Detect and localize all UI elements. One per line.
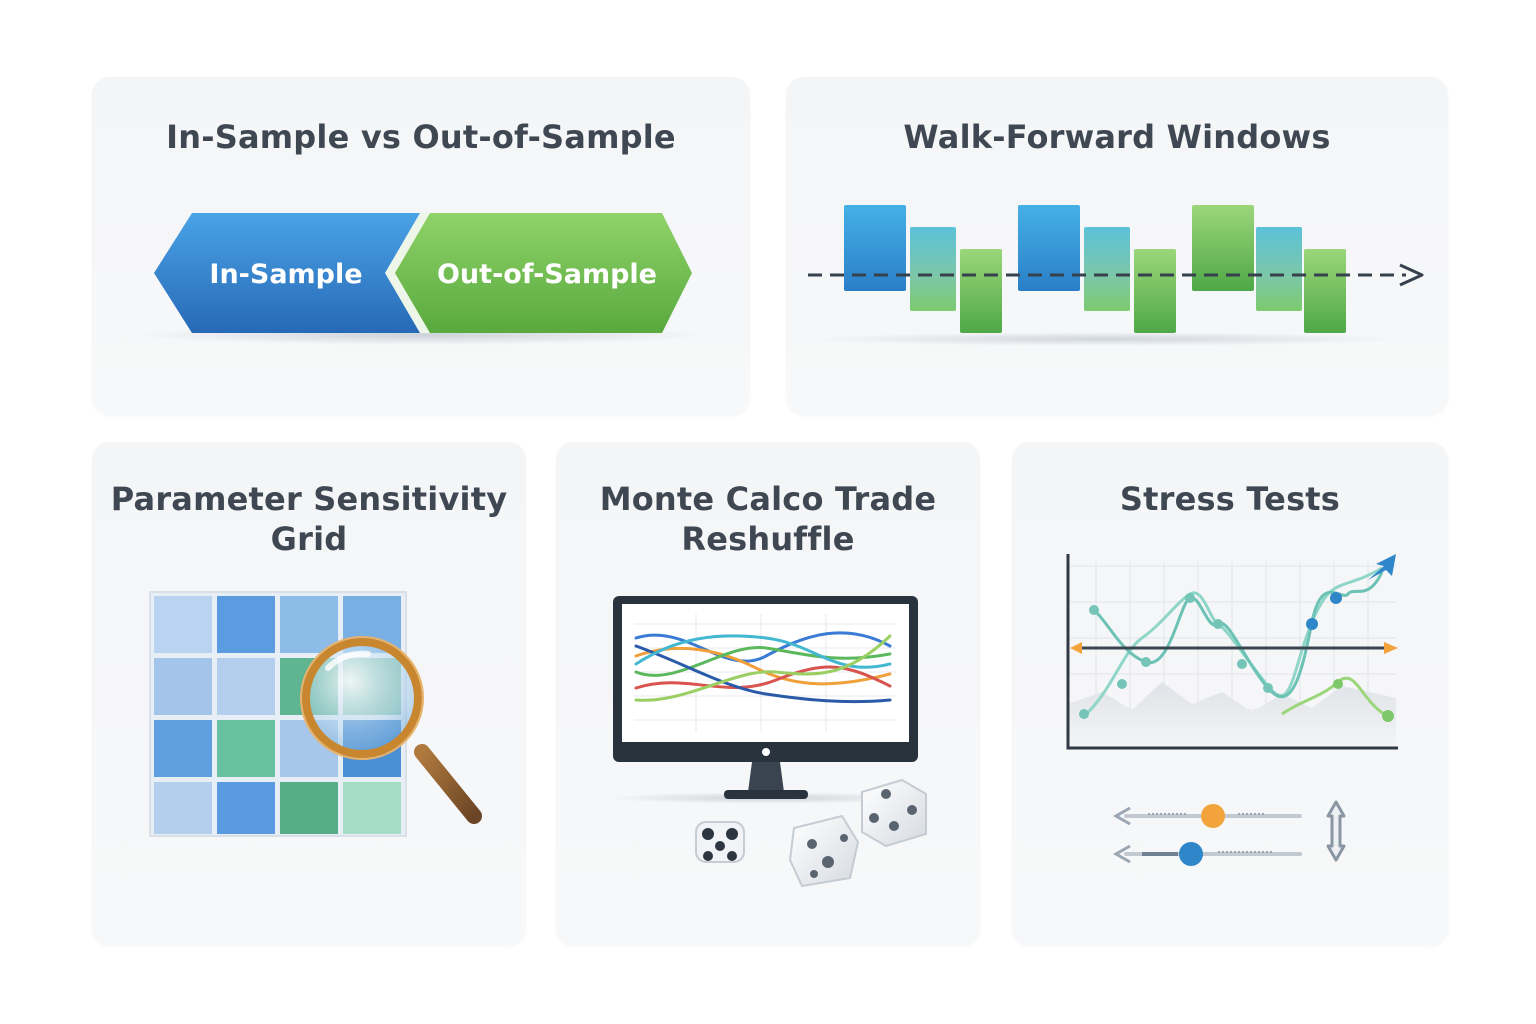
grid-cell (217, 658, 275, 715)
grid-cell (154, 720, 212, 777)
grid-cell (154, 596, 212, 653)
baseline-left-arrow (1070, 642, 1082, 654)
stress-background-area (1068, 682, 1396, 746)
stress-tests-title: Stress Tests (1119, 480, 1341, 518)
out-of-sample-label: Out-of-Sample (437, 259, 657, 290)
dice-icon (695, 778, 927, 888)
window-train-1 (844, 205, 906, 291)
grid-cell (217, 720, 275, 777)
grid-cell (280, 782, 338, 834)
grid-cell (217, 782, 275, 834)
sensitivity-title-line2: Grid (270, 520, 348, 558)
monte-carlo-diagram (606, 596, 927, 888)
in-sample-label: In-Sample (209, 259, 362, 290)
sensitivity-title-line1: Parameter Sensitivity (110, 480, 508, 518)
monte-carlo-title-line2: Reshuffle (681, 520, 855, 558)
stress-highlight-point (1306, 618, 1318, 630)
window-mid-1 (910, 227, 956, 311)
stress-green-point (1333, 679, 1343, 689)
grid-cell (343, 782, 401, 834)
window-mid-2 (1084, 227, 1130, 311)
in-out-sample-title: In-Sample vs Out-of-Sample (166, 118, 676, 156)
grid-cell (217, 596, 275, 653)
stress-highlight-point (1330, 592, 1342, 604)
grid-cell (154, 782, 212, 834)
upward-arrow-icon (1368, 554, 1396, 580)
monitor-icon (606, 596, 926, 804)
grid-cell (154, 658, 212, 715)
sensitivity-card: Parameter Sensitivity Grid (92, 442, 526, 946)
out-of-sample-segment (395, 213, 692, 333)
in-out-sample-diagram: In-Sample Out-of-Sample (132, 213, 712, 345)
stress-axes (1066, 554, 1398, 750)
stress-slider-2[interactable] (1112, 842, 1302, 866)
grid-cell (280, 596, 338, 653)
in-out-sample-card: In-Sample vs Out-of-Sample In-Sample Out… (92, 77, 750, 415)
windows-shadow (806, 332, 1406, 346)
stress-tests-card: Stress Tests (1012, 442, 1448, 946)
window-test-3 (1304, 249, 1346, 333)
window-mid-3 (1256, 227, 1302, 311)
walk-forward-title: Walk-Forward Windows (903, 118, 1331, 156)
stress-tests-diagram (1066, 554, 1398, 866)
walk-forward-card: Walk-Forward Windows (786, 77, 1448, 415)
stress-green-point (1382, 710, 1394, 722)
window-train-2 (1018, 205, 1080, 291)
baseline-right-arrow (1384, 642, 1398, 654)
walk-forward-diagram (806, 205, 1424, 346)
stress-main-line (1092, 571, 1384, 699)
window-test-2 (1134, 249, 1176, 333)
stress-slider-1[interactable] (1112, 804, 1302, 828)
window-test-1 (960, 249, 1002, 333)
vertical-double-arrow-icon (1326, 800, 1346, 862)
timeline-arrow-head (1399, 263, 1424, 287)
monte-carlo-card: Monte Calco Trade Reshuffle (556, 442, 980, 946)
in-sample-segment (154, 213, 427, 333)
monte-carlo-title-line1: Monte Calco Trade (599, 480, 937, 518)
magnifier-icon (300, 636, 482, 824)
stress-points (1079, 593, 1273, 719)
window-train-3 (1192, 205, 1254, 291)
sensitivity-grid-diagram (149, 591, 482, 837)
